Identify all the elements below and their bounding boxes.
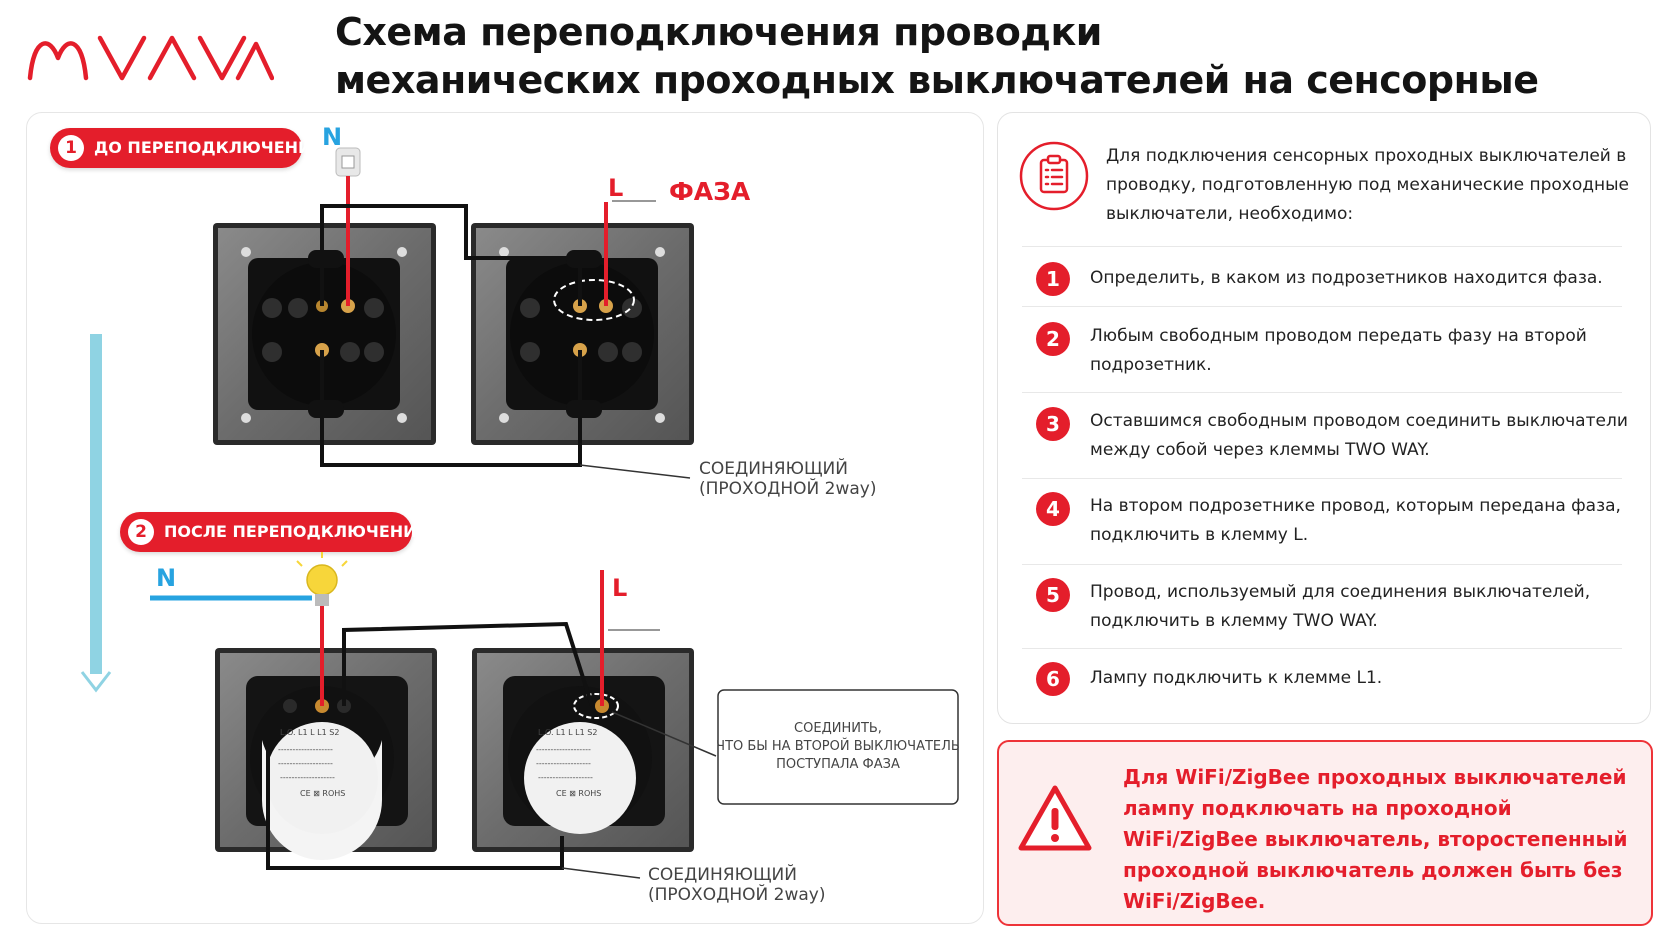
svg-text:-------------------: ------------------- bbox=[278, 745, 333, 754]
step-1-text: Определить, в каком из подрозетников нах… bbox=[1090, 268, 1603, 288]
step-3: 3 Оставшимся свободным проводом соединит… bbox=[1022, 407, 1628, 487]
svg-text:-------------------: ------------------- bbox=[536, 745, 591, 754]
warning-text: Для WiFi/ZigBee проходных выключателей л… bbox=[1123, 765, 1628, 913]
step-2-text: Любым свободным проводом передать фазу н… bbox=[1090, 326, 1587, 375]
phase-label: ФАЗА bbox=[669, 177, 751, 206]
before-switch-1 bbox=[213, 223, 436, 445]
flow-arrow bbox=[80, 334, 112, 693]
svg-text:-------------------: ------------------- bbox=[278, 759, 333, 768]
step-3-number: 3 bbox=[1036, 407, 1070, 441]
before-connector-label-line2: (ПРОХОДНОЙ 2way) bbox=[699, 477, 876, 499]
svg-text:-------------------: ------------------- bbox=[538, 773, 593, 782]
before-phase-l-label: L bbox=[608, 174, 623, 202]
divider bbox=[1022, 648, 1622, 649]
divider bbox=[1022, 564, 1622, 565]
svg-text:CE ⊠ ROHS: CE ⊠ ROHS bbox=[556, 789, 601, 798]
callout-line-3: ПОСТУПАЛА ФАЗА bbox=[776, 757, 900, 772]
mvava-logo bbox=[27, 35, 274, 81]
step-4-number: 4 bbox=[1036, 492, 1070, 526]
after-badge: 2 ПОСЛЕ ПЕРЕПОДКЛЮЧЕНИЯ bbox=[120, 512, 429, 552]
step-6-text: Лампу подключить к клемме L1. bbox=[1090, 668, 1383, 688]
step-5-text: Провод, используемый для соединения выкл… bbox=[1090, 582, 1591, 631]
after-connector-label-line1: СОЕДИНЯЮЩИЙ bbox=[648, 863, 797, 885]
page-title: Схема переподключения проводки механичес… bbox=[335, 8, 1655, 104]
svg-text:CE ⊠ ROHS: CE ⊠ ROHS bbox=[300, 789, 345, 798]
lamp-icon bbox=[296, 552, 348, 606]
step-2-number: 2 bbox=[1036, 322, 1070, 356]
title-line-2: механических проходных выключателей на с… bbox=[335, 58, 1539, 102]
after-badge-label: ПОСЛЕ ПЕРЕПОДКЛЮЧЕНИЯ bbox=[164, 522, 429, 541]
divider bbox=[1022, 478, 1622, 479]
before-badge: 1 ДО ПЕРЕПОДКЛЮЧЕНИЯ bbox=[50, 128, 324, 168]
step-1-number: 1 bbox=[1036, 262, 1070, 296]
before-badge-number: 1 bbox=[58, 135, 84, 161]
after-wires bbox=[150, 552, 717, 879]
after-switch-1: L.O. L1 L L1 S2 ------------------- ----… bbox=[215, 648, 437, 860]
after-badge-number: 2 bbox=[128, 519, 154, 545]
before-neutral-label: N bbox=[322, 123, 342, 151]
after-neutral-label: N bbox=[156, 564, 176, 592]
instructions-intro: Для подключения сенсорных проходных выкл… bbox=[1106, 146, 1630, 224]
step-4: 4 На втором подрозетнике провод, которым… bbox=[1022, 492, 1622, 572]
step-5-number: 5 bbox=[1036, 578, 1070, 612]
step-3-text: Оставшимся свободным проводом соединить … bbox=[1090, 411, 1628, 460]
after-switch-2: L.O. L1 L L1 S2 ------------------- ----… bbox=[472, 648, 694, 852]
step-6-number: 6 bbox=[1036, 662, 1070, 696]
instructions-panel bbox=[997, 112, 1651, 724]
clipboard-list-icon bbox=[1019, 141, 1089, 211]
callout-line-2: ЧТО БЫ НА ВТОРОЙ ВЫКЛЮЧАТЕЛЬ bbox=[716, 738, 960, 754]
after-connector-label-line2: (ПРОХОДНОЙ 2way) bbox=[648, 883, 825, 905]
warning-triangle-icon bbox=[1018, 785, 1092, 851]
step-2: 2 Любым свободным проводом передать фазу… bbox=[1022, 322, 1622, 402]
step-4-text: На втором подрозетнике провод, которым п… bbox=[1090, 496, 1621, 545]
before-wires bbox=[320, 147, 691, 479]
divider bbox=[1022, 246, 1622, 247]
divider bbox=[1022, 306, 1622, 307]
after-phase-l-label: L bbox=[612, 574, 627, 602]
before-badge-label: ДО ПЕРЕПОДКЛЮЧЕНИЯ bbox=[94, 138, 324, 157]
title-line-1: Схема переподключения проводки bbox=[335, 10, 1102, 54]
warning-panel bbox=[997, 740, 1653, 926]
divider bbox=[1022, 392, 1622, 393]
step-1: 1 Определить, в каком из подрозетников н… bbox=[1022, 262, 1622, 342]
step-5: 5 Провод, используемый для соединения вы… bbox=[1022, 578, 1622, 658]
svg-text:-------------------: ------------------- bbox=[536, 759, 591, 768]
step-6: 6 Лампу подключить к клемме L1. bbox=[1022, 662, 1622, 742]
svg-text:L.O. L1 L L1 S2: L.O. L1 L L1 S2 bbox=[280, 728, 339, 737]
svg-text:-------------------: ------------------- bbox=[280, 773, 335, 782]
callout-box: СОЕДИНИТЬ, ЧТО БЫ НА ВТОРОЙ ВЫКЛЮЧАТЕЛЬ … bbox=[716, 689, 960, 805]
callout-line-1: СОЕДИНИТЬ, bbox=[794, 721, 882, 736]
before-switch-2 bbox=[471, 223, 694, 445]
svg-text:L.O. L1 L L1 S2: L.O. L1 L L1 S2 bbox=[538, 728, 597, 737]
before-connector-label-line1: СОЕДИНЯЮЩИЙ bbox=[699, 457, 848, 479]
